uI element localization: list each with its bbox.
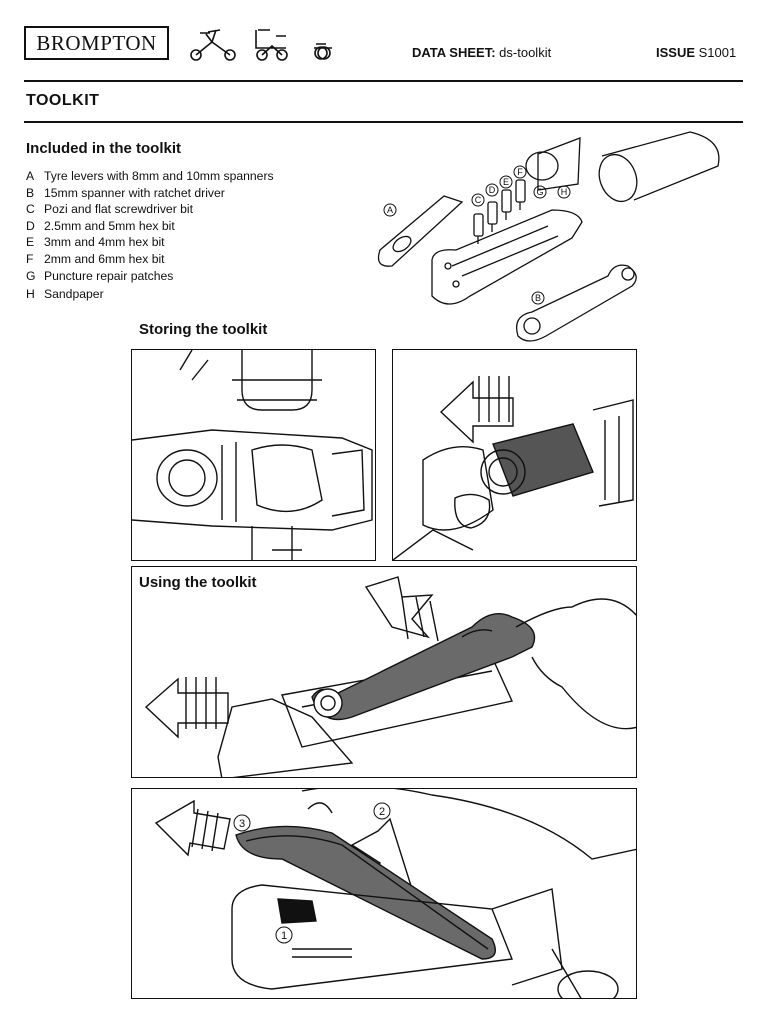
header-divider (24, 80, 743, 82)
storing-heading: Storing the toolkit (139, 321, 268, 338)
step-label-3: 3 (239, 818, 245, 830)
page-title: TOOLKIT (26, 92, 100, 109)
diagram-label-c: C (475, 195, 482, 205)
bike-icons (186, 26, 336, 64)
using-illustration-2: 1 2 3 (131, 788, 637, 999)
storing-illustration-2 (392, 349, 637, 561)
using-heading: Using the toolkit (139, 574, 257, 591)
push-arrow-icon (439, 380, 514, 444)
datasheet-info: DATA SHEET: ds-toolkit (412, 45, 552, 60)
included-heading: Included in the toolkit (26, 140, 181, 157)
diagram-label-g: G (536, 187, 543, 197)
diagram-label-f: F (517, 167, 523, 177)
issue-info: ISSUE S1001 (656, 45, 737, 60)
diagram-label-b: B (535, 293, 541, 303)
using-illustration-1 (131, 566, 637, 778)
diagram-label-h: H (561, 187, 568, 197)
lift-arrow-icon (154, 799, 231, 857)
diagram-label-d: D (489, 185, 496, 195)
brompton-logo: BROMPTON (24, 26, 169, 60)
step-label-1: 1 (281, 930, 287, 942)
diagram-label-e: E (503, 177, 509, 187)
toolkit-exploded-diagram: A B C D E F G H (352, 126, 732, 356)
title-divider (24, 121, 743, 123)
storing-illustration-1 (131, 349, 376, 561)
step-label-2: 2 (379, 806, 385, 818)
diagram-label-a: A (387, 205, 393, 215)
push-arrow-icon (144, 677, 229, 739)
folded-bike-icons (190, 29, 332, 61)
